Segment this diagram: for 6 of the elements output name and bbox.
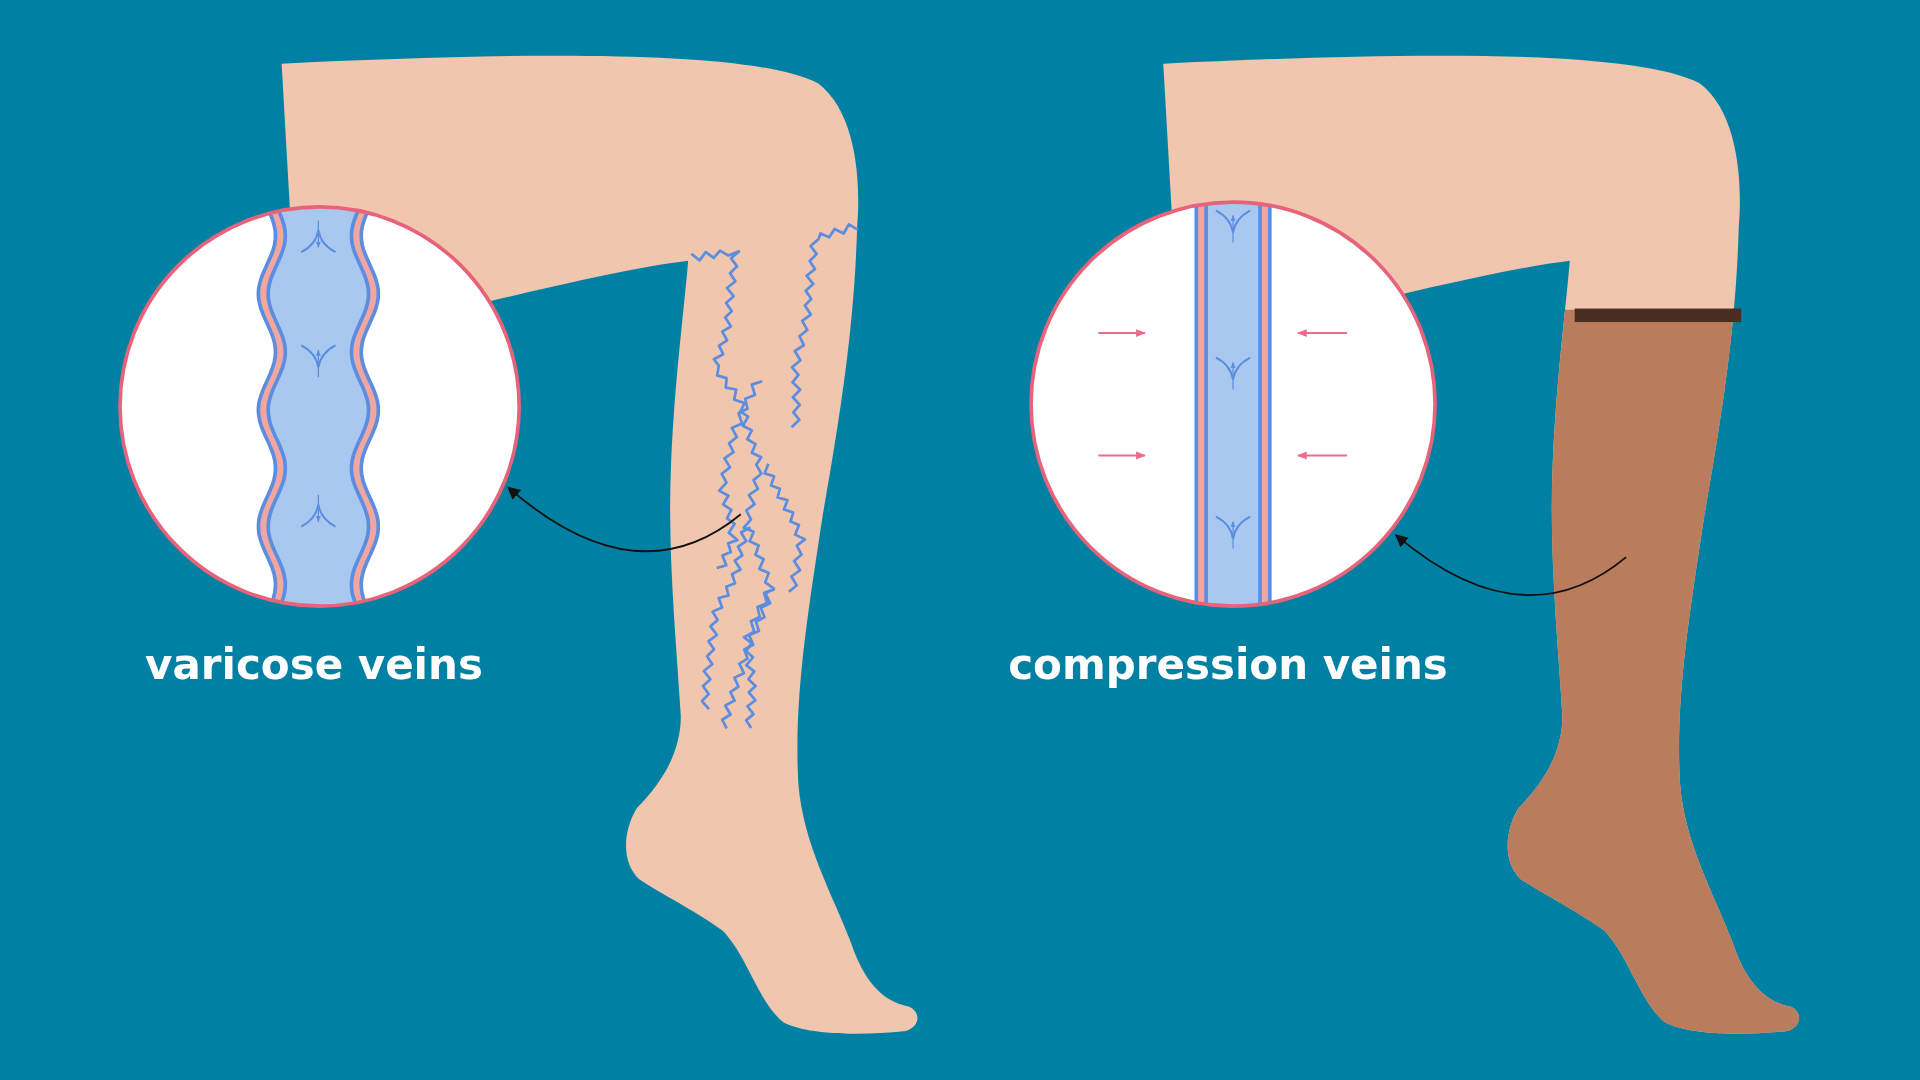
caption-label: compression veins bbox=[1008, 640, 1448, 691]
curved-arrow bbox=[507, 486, 742, 553]
caption-label: varicose veins bbox=[145, 640, 483, 691]
curved-arrow bbox=[1394, 534, 1628, 596]
magnified-vein-drawing bbox=[1029, 200, 1437, 608]
magnified-vein-drawing bbox=[118, 205, 521, 608]
